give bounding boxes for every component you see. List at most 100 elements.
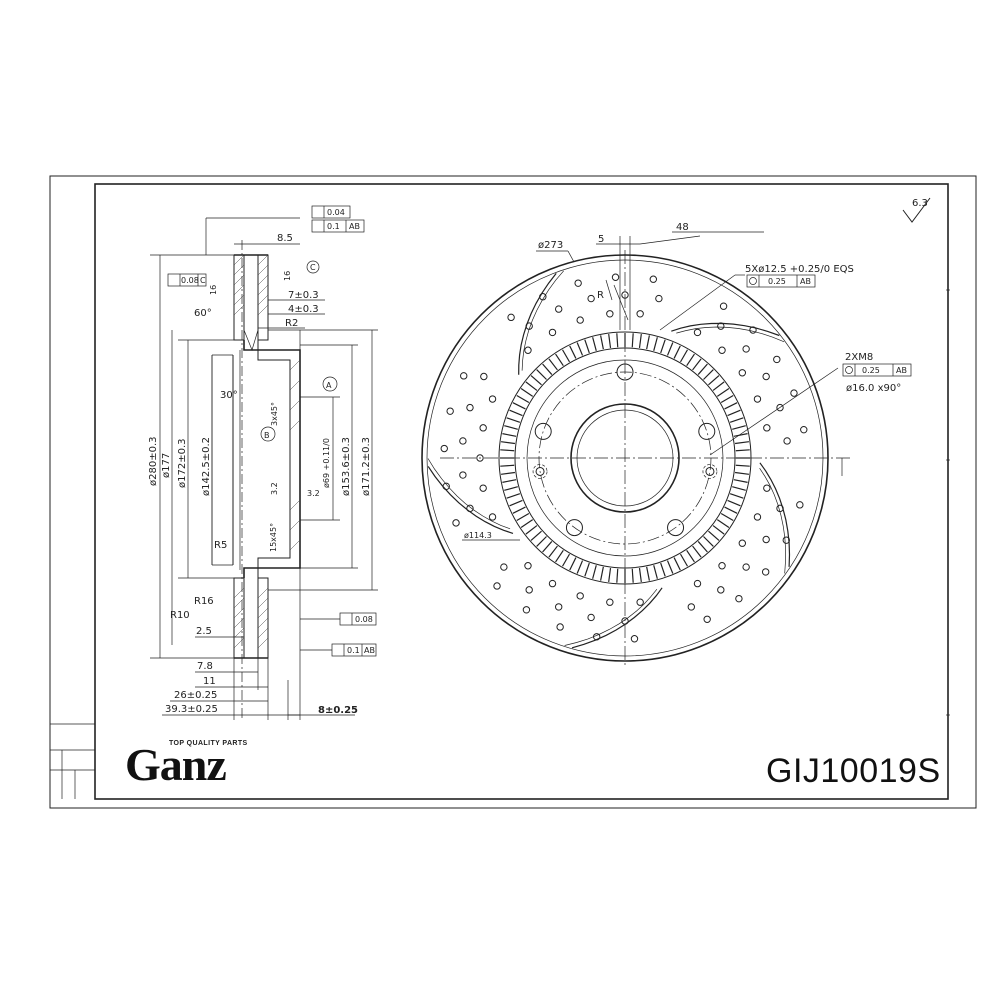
dim-chamfer3: 3x45° <box>270 402 279 426</box>
dim-d177: ø177 <box>161 453 172 478</box>
tone-tooth <box>548 545 558 558</box>
drilled-hole <box>522 606 531 614</box>
dim-holes5: 5Xø12.5 +0.25/0 EQS <box>745 264 854 275</box>
tone-tooth <box>712 381 725 391</box>
dim-angle60: 60° <box>194 308 212 319</box>
brake-slot <box>759 462 791 567</box>
tone-tooth <box>512 402 526 410</box>
drilled-hole <box>574 279 582 287</box>
disc-outer-edge <box>421 254 829 662</box>
drilled-hole <box>753 395 762 403</box>
tone-tooth <box>506 417 521 423</box>
drilled-hole <box>687 603 695 611</box>
dim-r10: R10 <box>170 610 190 621</box>
tone-tooth <box>509 409 523 417</box>
threaded-hole <box>705 466 715 476</box>
dim-chamfer15: 15x45° <box>269 523 278 552</box>
tone-tooth <box>616 568 619 583</box>
tone-tooth <box>727 409 741 417</box>
drilled-hole <box>749 326 757 334</box>
drilled-hole <box>693 328 702 337</box>
tone-tooth <box>660 562 666 577</box>
gdt-frame-bottom: 0.08 0.1 AB <box>300 612 377 657</box>
tone-tooth <box>686 549 695 563</box>
drilled-hole <box>587 613 595 622</box>
dim-t32b: 3.2 <box>307 489 320 498</box>
drilled-hole <box>524 346 532 354</box>
brake-slot <box>571 587 663 649</box>
tone-tooth <box>703 369 714 380</box>
drilled-hole <box>763 484 771 492</box>
tone-tooth <box>569 557 577 571</box>
datum-a-label: A <box>326 381 332 390</box>
brand-logo: Ganz TOP QUALITY PARTS <box>125 740 265 790</box>
tone-tooth <box>525 525 538 535</box>
tone-tooth <box>732 486 746 491</box>
tone-tooth <box>506 493 521 499</box>
tone-tooth <box>708 375 720 386</box>
friction-ring-top <box>233 254 269 352</box>
tone-tooth <box>720 394 734 404</box>
lug-hole <box>565 519 583 537</box>
dim-w85: 8.5 <box>277 233 293 244</box>
edge-ticks <box>946 289 950 716</box>
drilled-hole <box>606 598 614 606</box>
tone-tooth <box>500 441 516 445</box>
drilled-hole <box>459 471 467 479</box>
tone-tooth <box>697 541 708 553</box>
drilled-hole <box>719 302 728 310</box>
drilled-hole <box>718 562 726 570</box>
drilled-hole <box>703 615 711 623</box>
tone-tooth <box>600 566 604 581</box>
drilled-hole <box>693 579 702 588</box>
center-bore-chamfer <box>576 409 674 507</box>
tone-tooth <box>733 433 748 437</box>
gdt-frame-top: 0.04 0.1 AB <box>311 205 365 233</box>
section-view: 0.04 0.1 AB 0.08 C 0.08 0.1 AB 8 <box>148 205 378 720</box>
lug-hole <box>667 519 685 537</box>
lug-hole <box>698 422 716 440</box>
tone-tooth <box>631 333 634 348</box>
front-leaders <box>462 231 839 541</box>
dim-c16b: 16 <box>283 271 292 281</box>
tone-tooth <box>555 353 564 367</box>
tone-tooth <box>729 417 744 423</box>
tone-tooth <box>516 394 530 404</box>
position-frame-threads: 0.25 AB <box>842 363 912 377</box>
tone-tooth <box>576 560 584 574</box>
tone-tooth <box>504 425 518 430</box>
tone-tooth <box>631 568 634 583</box>
tone-tooth <box>735 449 750 452</box>
tone-tooth <box>500 471 516 475</box>
tone-tooth <box>608 333 612 349</box>
dim-r5: R5 <box>214 540 227 551</box>
dim-r2: R2 <box>285 318 298 329</box>
drilled-hole <box>621 291 629 299</box>
dim-r16: R16 <box>194 596 214 607</box>
drilled-hole <box>717 586 725 594</box>
tone-tooth <box>686 353 695 367</box>
tone-tooth <box>500 449 515 452</box>
drilled-hole <box>460 372 468 380</box>
tone-tooth <box>561 349 571 363</box>
dim-t32a: 3.2 <box>270 482 279 495</box>
tone-tooth <box>516 512 530 522</box>
brake-slot-edge <box>427 458 511 530</box>
holes-datum-ab: AB <box>800 277 811 286</box>
drilled-hole <box>763 424 771 432</box>
tone-tooth <box>638 333 642 349</box>
tone-tooth <box>653 337 658 351</box>
dim-d273: ø273 <box>538 240 563 251</box>
tone-tooth <box>576 342 584 356</box>
parallel-value: 0.08 <box>181 276 199 285</box>
tone-tooth <box>708 530 720 541</box>
brake-slot-edge <box>521 270 564 371</box>
tone-tooth <box>646 335 650 350</box>
drilled-hole <box>555 305 563 313</box>
drilled-hole <box>776 403 784 412</box>
tone-tooth <box>646 566 650 581</box>
tone-tooth <box>729 493 744 499</box>
tone-tooth <box>679 349 689 363</box>
tone-tooth <box>584 339 590 354</box>
brake-slot <box>518 273 557 375</box>
